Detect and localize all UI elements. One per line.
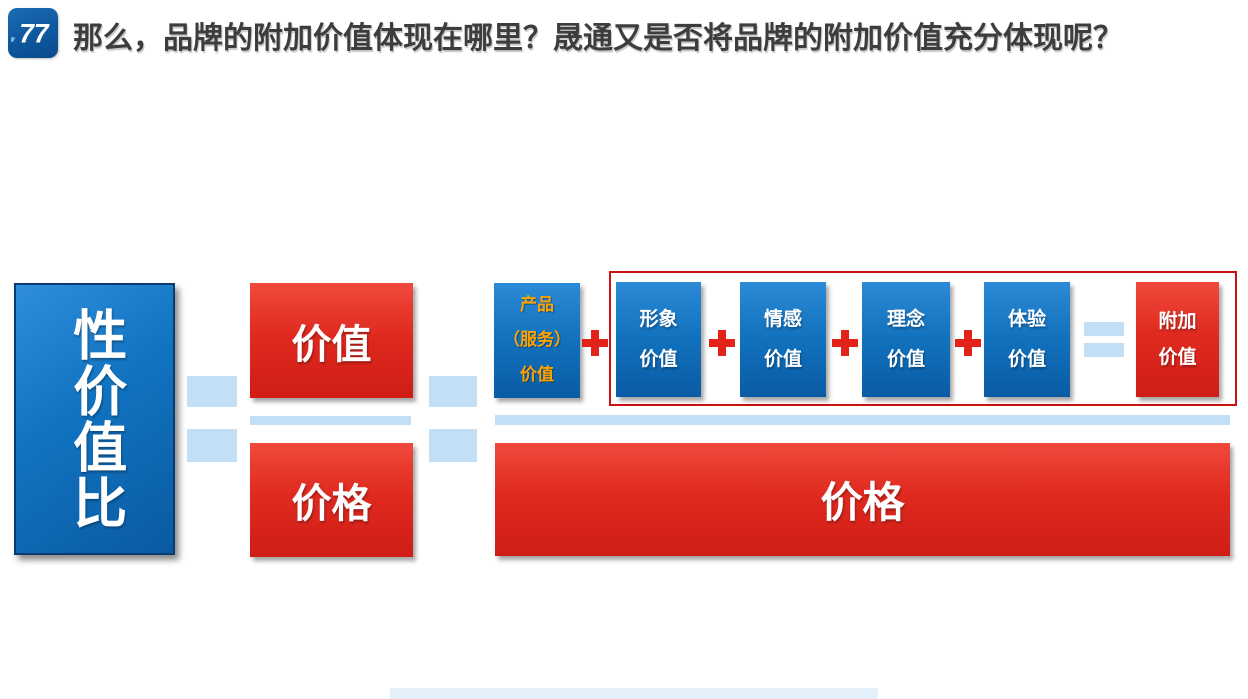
company-logo-icon: 77 xyxy=(8,8,58,58)
plus-icon xyxy=(832,330,858,356)
equals-icon xyxy=(429,429,477,462)
price-label: 价格 xyxy=(291,482,372,526)
experience-value-label: 体验 价值 xyxy=(1007,308,1046,370)
equals-icon xyxy=(187,376,237,407)
added-value-highlight-rect xyxy=(609,271,1237,406)
slide-title: 那么，品牌的附加价值体现在哪里？晟通又是否将品牌的附加价值充分体现呢？ xyxy=(73,22,1123,55)
emotion-value-box: 情感 价值 xyxy=(740,282,826,397)
logo-glyph-icon: 77 xyxy=(11,19,50,49)
cost-performance-box: 性价值比 xyxy=(14,283,175,555)
price-big-label: 价格 xyxy=(820,479,905,526)
fraction-bar-long xyxy=(495,415,1230,425)
experience-value-box: 体验 价值 xyxy=(984,282,1070,397)
image-value-label: 形象 价值 xyxy=(639,308,678,370)
concept-value-box: 理念 价值 xyxy=(862,282,950,397)
equals-icon xyxy=(429,376,477,407)
product-service-value-box: 产品 （服务） 价值 xyxy=(494,283,580,398)
bottom-decoration-strip xyxy=(390,688,878,699)
value-box: 价值 xyxy=(250,283,413,398)
cost-performance-label: 性价值比 xyxy=(64,307,125,531)
value-label: 价值 xyxy=(291,322,372,367)
plus-icon xyxy=(955,330,981,356)
equals-icon xyxy=(187,429,237,462)
concept-value-label: 理念 价值 xyxy=(886,308,925,370)
price-box: 价格 xyxy=(250,443,413,557)
product-service-value-label: 产品 （服务） 价值 xyxy=(503,295,571,384)
image-value-box: 形象 价值 xyxy=(616,282,701,397)
equals-icon xyxy=(1084,343,1124,357)
fraction-bar-short xyxy=(250,416,411,425)
plus-icon xyxy=(709,330,735,356)
equals-icon xyxy=(1084,322,1124,336)
plus-icon xyxy=(582,330,608,356)
price-big-box: 价格 xyxy=(495,443,1230,556)
emotion-value-label: 情感 价值 xyxy=(763,308,802,370)
svg-text:77: 77 xyxy=(19,19,50,49)
added-value-label: 附加 价值 xyxy=(1158,311,1197,368)
added-value-box: 附加 价值 xyxy=(1136,282,1219,397)
